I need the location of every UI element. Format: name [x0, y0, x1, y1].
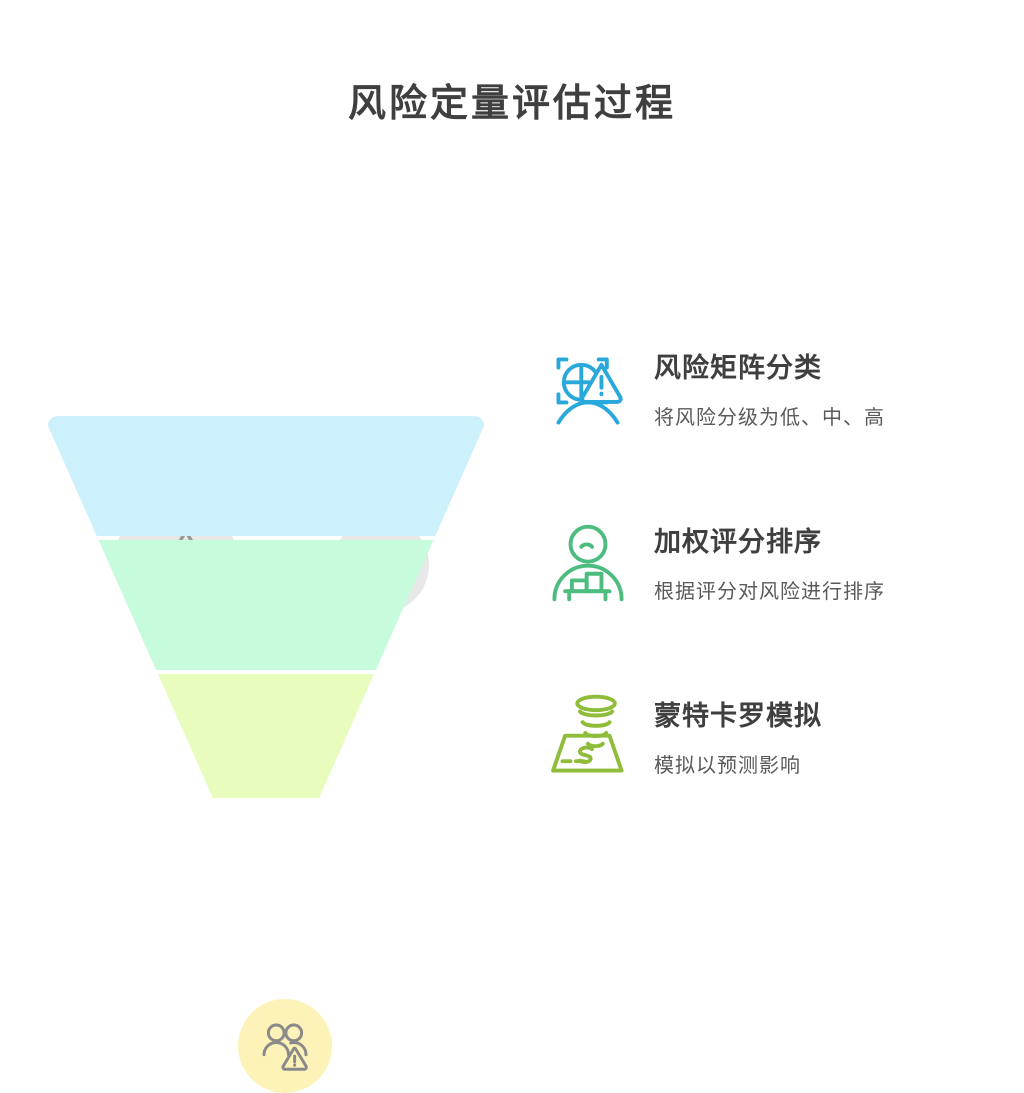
step-3-description: 模拟以预测影响	[654, 755, 801, 778]
step-1-icon-wrap	[540, 340, 636, 436]
step-2-title: 加权评分排序	[654, 527, 822, 557]
step-2-icon-wrap	[540, 514, 636, 610]
step-1-description: 将风险分级为低、中、高	[654, 407, 885, 430]
funnel-outcome[interactable]	[238, 999, 332, 1093]
infographic-canvas: 风险定量评估过程	[20, 83, 990, 1093]
step-1-text: 风险矩阵分类 将风险分级为低、中、高	[636, 340, 990, 432]
steps-list: 风险矩阵分类 将风险分级为低、中、高	[540, 340, 990, 862]
funnel-stage-1[interactable]	[48, 416, 484, 806]
step-3-text: 蒙特卡罗模拟 模拟以预测影响	[636, 688, 990, 780]
page-title: 风险定量评估过程	[347, 83, 676, 125]
funnel-stage-3[interactable]	[48, 416, 484, 806]
step-item-3[interactable]: 蒙特卡罗模拟 模拟以预测影响	[540, 688, 990, 784]
person-score-chart-icon	[552, 524, 624, 602]
step-2-text: 加权评分排序 根据评分对风险进行排序	[636, 514, 990, 606]
funnel-shape	[48, 416, 484, 806]
step-2-description: 根据评分对风险进行排序	[654, 581, 885, 604]
tornado-impact-icon	[551, 694, 624, 773]
step-3-title: 蒙特卡罗模拟	[654, 701, 822, 731]
risk-matrix-scan-icon	[556, 357, 623, 425]
people-warning-icon	[262, 1023, 308, 1071]
funnel-neck	[215, 752, 317, 798]
step-item-2[interactable]: 加权评分排序 根据评分对风险进行排序	[540, 514, 990, 610]
step-1-title: 风险矩阵分类	[654, 353, 822, 383]
funnel-stage-2[interactable]	[48, 416, 484, 806]
step-item-1[interactable]: 风险矩阵分类 将风险分级为低、中、高	[540, 340, 990, 436]
step-3-icon-wrap	[540, 688, 636, 784]
risk-assessment-funnel	[20, 196, 520, 1093]
